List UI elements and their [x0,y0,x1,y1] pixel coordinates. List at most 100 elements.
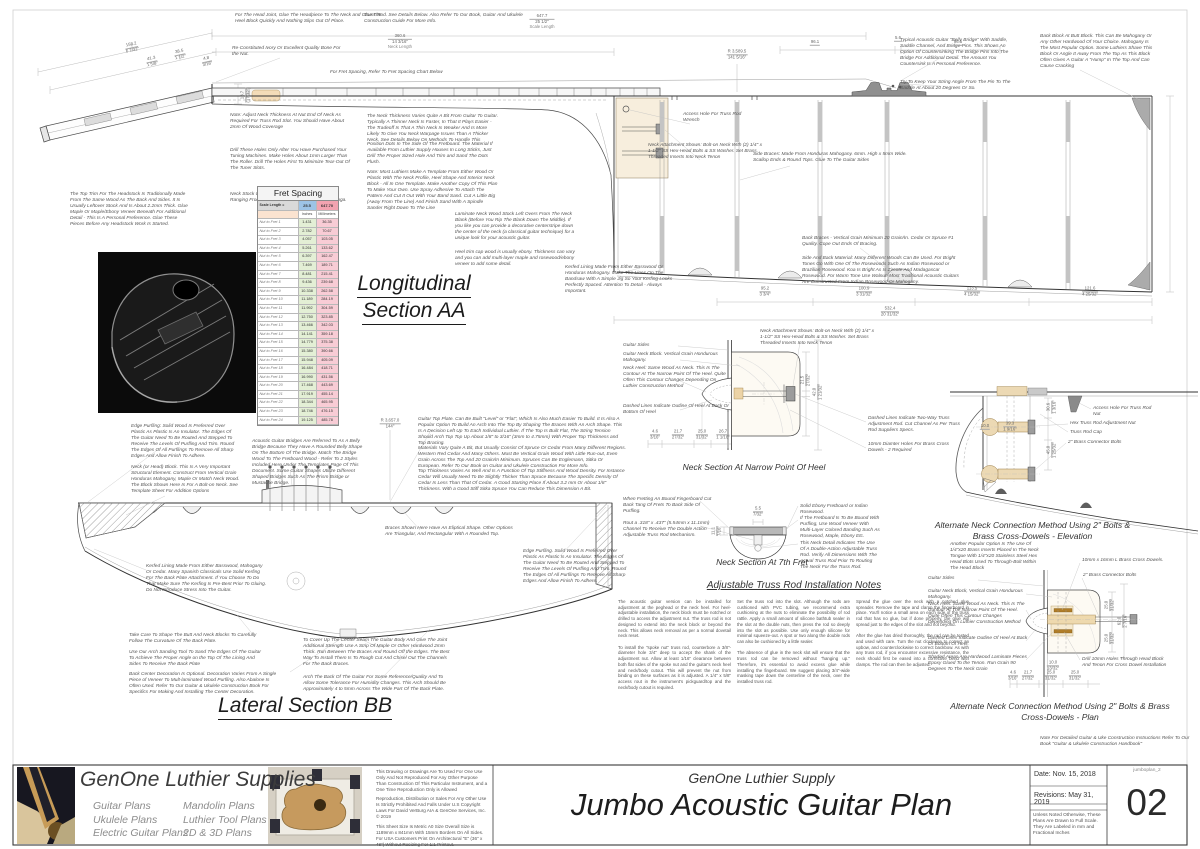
fret-table-cell: 7.469 [298,261,317,270]
title-block-frame [12,764,1188,846]
fret-table-cell: 323.85 [316,313,338,322]
fret-table-cell: Nut to Fret 9 [258,287,299,296]
fret-table-cell: Nut to Fret 13 [258,322,299,330]
alt-connection-elevation-drawing [950,386,1199,535]
side-braces [659,100,1071,289]
fret-table-cell: Nut to Fret 11 [258,304,299,313]
fret-table-cell: 1.431 [298,219,317,227]
fret-table-cell: Nut to Fret 5 [258,253,299,261]
fret-table-cell: 162.47 [316,253,338,261]
label-longitudinal-line1: Longitudinal [357,271,471,299]
fret-table-cell: Nut to Fret 17 [258,356,299,365]
neck-heel-section-drawing [647,339,867,451]
page-number: 02 [1126,782,1168,823]
fret-table-cell: Nut to Fret 16 [258,347,299,356]
fret-table-cell: 9.436 [298,279,317,287]
fret-table-cell: 4.057 [298,236,317,244]
frets [248,88,648,96]
fret-table-cell: 16.990 [298,373,317,382]
brand-product-item: Guitar Plans [93,800,151,812]
fret-table-cell: 70.67 [316,227,338,236]
fret-table-cell: 36.35 [316,219,338,227]
fret-table-cell: Nut to Fret 20 [258,382,299,390]
truss-notes-column: Spread the glue over the neck with a not… [856,599,969,667]
brand-product-item: Mandolin Plans [183,800,255,812]
neck-7th-fret-drawing [699,500,799,560]
scale-length-label: Scale Length = [258,201,299,210]
fret-table-cell: 455.14 [316,390,338,399]
fret-table-scale-row: Scale Length = 25.5 647.70 [258,201,338,211]
fret-table-cell: 304.59 [316,304,338,313]
brand-product-item: Luthier Tool Plans [183,813,267,826]
fret-table-cell: 390.66 [316,347,338,356]
fret-table-cell: Nut to Fret 15 [258,339,299,347]
legal-paragraph: This Sheet Size Is Metric A0 Size Overal… [376,823,484,847]
truss-notes-heading: Adjustable Truss Rod Installation Notes [706,580,882,591]
fret-table-cell: 189.71 [316,261,338,270]
fret-table-cell: 6.397 [298,253,317,261]
scale-length-inches: 25.5 [298,201,317,210]
section-label-lateral: Lateral Section BB [200,693,410,721]
fret-table-cell: 133.62 [316,244,338,253]
alt-elevation-title: Alternate Neck Connection Method Using 2… [934,520,1131,542]
fret-table-cell: 103.05 [316,236,338,244]
fret-table-cell: 15.380 [298,347,317,356]
fret-table-cell: 18.344 [298,399,317,408]
fret-table-cell: 5.261 [298,244,317,253]
fret-table-cell: Nut to Fret 23 [258,408,299,416]
fret-table-cell: 17.468 [298,382,317,390]
fret-table-cell: 17.919 [298,390,317,399]
fret-table-cell: 11.992 [298,304,317,313]
fret-table-cell: Nut to Fret 10 [258,296,299,304]
scale-length-mm: 647.70 [316,201,338,210]
fret-table-cell: 485.78 [316,416,338,425]
brand-product-item: Ukulele Plans [93,813,158,826]
legal-paragraph: Reproduction, Distribution or Sales For … [376,796,487,820]
fret-table-cell: 10.338 [298,287,317,296]
plan-title: Jumbo Acoustic Guitar Plan [570,787,953,822]
fret-table-cell: Nut to Fret 1 [258,219,299,227]
fret-table-cell: Nut to Fret 18 [258,365,299,373]
fret-table-cell: 375.38 [316,339,338,347]
legal-paragraph: This Drawing or Drawings Are To Used For… [376,769,488,792]
fret-table-cell: Nut to Fret 8 [258,279,299,287]
fret-table-cell: 18.746 [298,408,317,416]
fret-table-cell: 11.189 [298,296,317,304]
fret-spacing-table: Fret Spacing Scale Length = 25.5 647.70 … [257,186,339,427]
fret-table-cell: 2.782 [298,227,317,236]
top-braces [140,506,454,514]
fret-table-cell: 359.18 [316,330,338,339]
fret-table-cell: 284.19 [316,296,338,304]
fret-table-header-mm: Millimeters [318,212,336,216]
truss-notes-column: Set the truss rod into the slot. Althoug… [737,599,850,685]
fret-table-cell: Nut to Fret 22 [258,399,299,408]
scale-note: Unless Noted Otherwise, These Plans Are … [1033,813,1101,836]
document-code: jumboplan_2 [1133,768,1161,773]
fret-table-header-inches: Inches [299,211,317,218]
brand-photo-mold [268,767,362,844]
fret-table-cell: 465.95 [316,399,338,408]
legal-text: This Drawing or Drawings Are To Used For… [376,769,489,849]
truss-notes-columns: The acoustic guitar version can be insta… [618,599,970,691]
fret-table-cell: 418.71 [316,365,338,373]
fret-table-cell: 342.03 [316,322,338,330]
back-braces [687,267,1033,288]
fret-table-cell: 215.41 [316,270,338,279]
